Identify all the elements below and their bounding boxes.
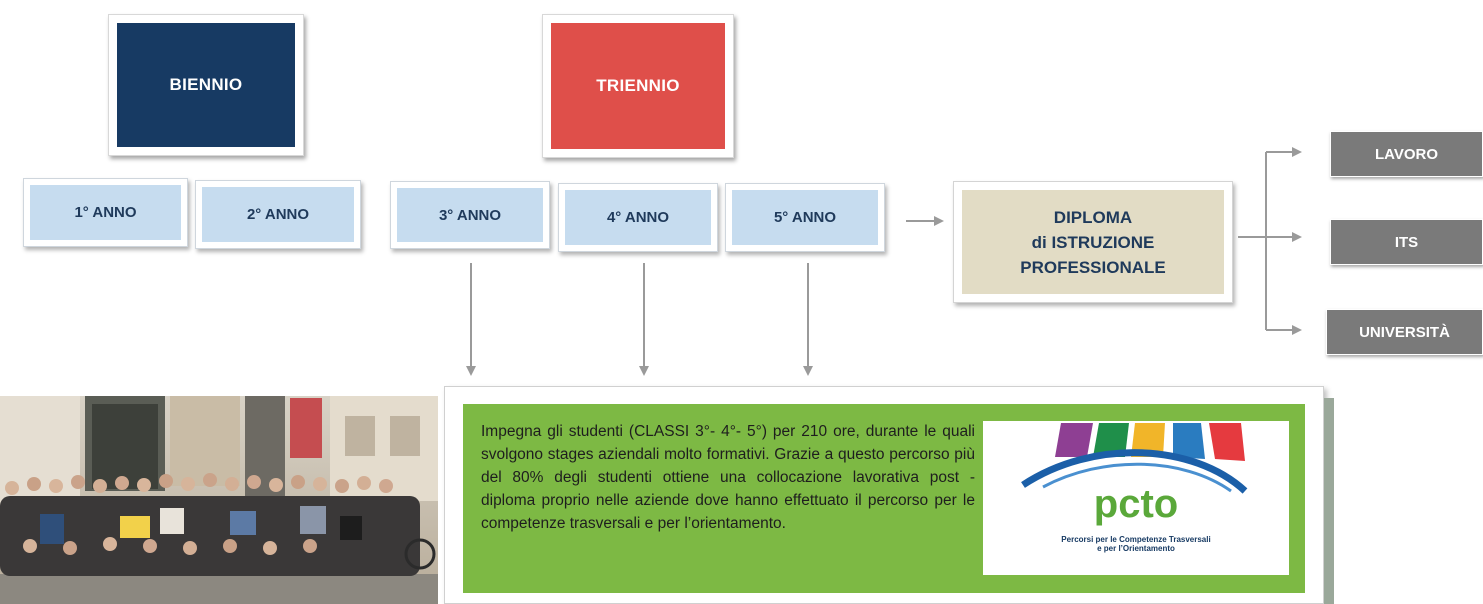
pcto-green-panel: Impegna gli studenti (CLASSI 3°- 4°- 5°)… xyxy=(463,404,1305,593)
biennio-label: BIENNIO xyxy=(117,23,295,147)
year-label: 4° ANNO xyxy=(565,190,711,245)
students-group-photo xyxy=(0,396,438,604)
year-label: 1° ANNO xyxy=(30,185,181,240)
diploma-card: DIPLOMA di ISTRUZIONE PROFESSIONALE xyxy=(953,181,1233,303)
triennio-card: TRIENNIO xyxy=(542,14,734,158)
year-box-4: 4° ANNO xyxy=(558,183,718,252)
outcome-universita: UNIVERSITÀ xyxy=(1326,309,1483,355)
biennio-card: BIENNIO xyxy=(108,14,304,156)
pcto-info-card: Impegna gli studenti (CLASSI 3°- 4°- 5°)… xyxy=(444,386,1324,604)
year-label: 2° ANNO xyxy=(202,187,354,242)
diploma-label: DIPLOMA di ISTRUZIONE PROFESSIONALE xyxy=(962,190,1224,294)
year-label: 5° ANNO xyxy=(732,190,878,245)
outcome-its: ITS xyxy=(1330,219,1483,265)
pcto-logo-caption: Percorsi per le Competenze Trasversali e… xyxy=(1061,535,1211,553)
triennio-label: TRIENNIO xyxy=(551,23,725,149)
pcto-description: Impegna gli studenti (CLASSI 3°- 4°- 5°)… xyxy=(481,423,975,532)
year-label: 3° ANNO xyxy=(397,188,543,242)
year-box-3: 3° ANNO xyxy=(390,181,550,249)
diploma-line-3: PROFESSIONALE xyxy=(1020,257,1166,277)
pcto-logo-graphic: pcto xyxy=(1021,423,1248,526)
outcome-lavoro: LAVORO xyxy=(1330,131,1483,177)
photo-illustration xyxy=(0,396,438,604)
diploma-line-1: DIPLOMA xyxy=(1053,207,1133,227)
pcto-wordmark: pcto xyxy=(1094,482,1178,526)
year-box-2: 2° ANNO xyxy=(195,180,361,249)
diploma-line-2: di ISTRUZIONE xyxy=(1031,232,1155,252)
info-card-side-stripe xyxy=(1324,398,1334,604)
year-box-1: 1° ANNO xyxy=(23,178,188,247)
pcto-logo: pcto Percorsi per le Competenze Trasvers… xyxy=(983,421,1289,575)
year-box-5: 5° ANNO xyxy=(725,183,885,252)
